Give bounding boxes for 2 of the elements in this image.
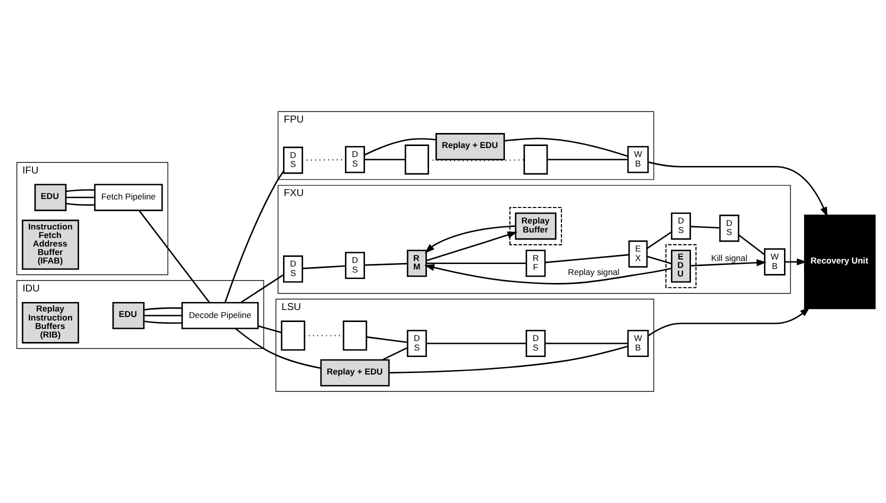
edge-label: Kill signal [711,252,748,263]
edge-label: Replay signal [568,267,620,278]
